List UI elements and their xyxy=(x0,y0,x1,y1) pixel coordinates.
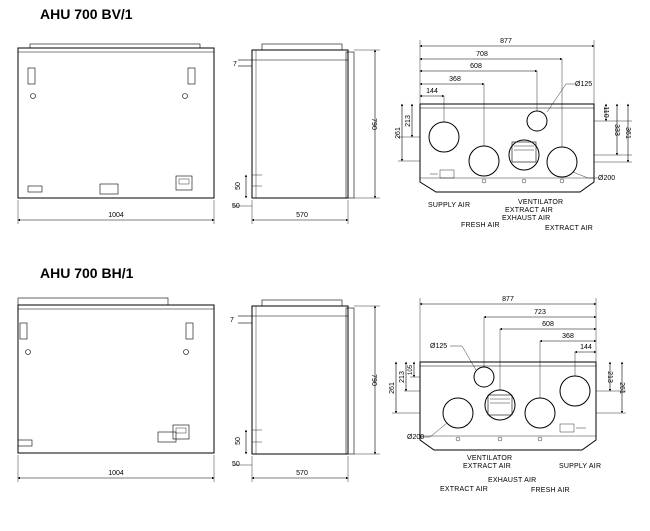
dim-right-1: 213 xyxy=(606,371,613,383)
port-label: EXHAUST AIR xyxy=(488,477,536,484)
port-label: SUPPLY AIR xyxy=(559,463,601,470)
dia-large: Ø200 xyxy=(598,175,615,182)
dim-right-1: 110 xyxy=(602,106,609,117)
port-label: FRESH AIR xyxy=(531,487,570,494)
dim-left-2: 213 xyxy=(399,371,406,383)
dim-top-4: 368 xyxy=(562,333,574,340)
section-bh: AHU 700 BH/1 1004 xyxy=(17,265,626,494)
dim-side-bottom-a: 50 xyxy=(235,182,242,190)
front-view: 1004 xyxy=(17,43,215,224)
section-title: AHU 700 BV/1 xyxy=(40,6,133,22)
dim-top-2: 723 xyxy=(534,309,546,316)
port-label: EXTRACT AIR xyxy=(505,207,553,214)
dim-side-bottom-b: 50 xyxy=(232,203,240,210)
dim-top-3: 608 xyxy=(470,63,482,70)
dim-right-3: 361 xyxy=(624,127,631,139)
port-label: EXTRACT AIR xyxy=(463,463,511,470)
dim-side-bottom-b: 50 xyxy=(232,461,240,468)
port-label: EXTRACT AIR xyxy=(440,486,488,493)
section-bv: AHU 700 BV/1 1004 xyxy=(17,6,632,232)
dia-small: Ø125 xyxy=(430,343,447,350)
dim-front-width: 1004 xyxy=(108,212,124,219)
dim-left-3: 105 xyxy=(408,364,414,375)
port-label: EXHAUST AIR xyxy=(502,215,550,222)
ports-view: 877 723 608 368 144 213 261 26 xyxy=(389,296,626,494)
dim-front-width: 1004 xyxy=(108,470,124,477)
dim-side-top: 7 xyxy=(230,317,234,324)
dim-top-1: 877 xyxy=(500,38,512,45)
dim-left-2: 213 xyxy=(405,115,412,127)
port-label: EXTRACT AIR xyxy=(545,225,593,232)
dim-right-2: 261 xyxy=(618,382,625,394)
dim-side-height: 790 xyxy=(370,118,377,130)
dim-top-4: 368 xyxy=(449,76,461,83)
dim-side-top: 7 xyxy=(233,61,237,68)
dim-right-2: 333 xyxy=(613,124,620,136)
front-view: 1004 xyxy=(17,297,215,482)
dim-top-5: 144 xyxy=(426,88,438,95)
port-label: VENTILATOR xyxy=(518,199,563,206)
ports-view: 877 708 608 368 144 110 333 361 xyxy=(395,38,632,232)
dim-top-5: 144 xyxy=(580,344,592,351)
dim-side-depth: 570 xyxy=(296,212,308,219)
side-view: 790 7 50 50 570 xyxy=(232,43,380,224)
dim-side-bottom-a: 50 xyxy=(235,437,242,445)
dia-small: Ø125 xyxy=(575,81,592,88)
port-label: FRESH AIR xyxy=(461,222,500,229)
section-title: AHU 700 BH/1 xyxy=(40,265,134,281)
dim-side-height: 790 xyxy=(370,374,377,386)
dim-top-2: 708 xyxy=(476,51,488,58)
dia-large: Ø200 xyxy=(407,434,424,441)
dim-top-3: 608 xyxy=(542,321,554,328)
dim-side-depth: 570 xyxy=(296,470,308,477)
dim-left-1: 261 xyxy=(395,127,402,139)
dim-top-1: 877 xyxy=(502,296,514,303)
side-view: 790 7 50 50 570 xyxy=(230,299,380,482)
port-label: VENTILATOR xyxy=(467,455,512,462)
dim-left-1: 261 xyxy=(389,382,396,394)
port-label: SUPPLY AIR xyxy=(428,202,470,209)
